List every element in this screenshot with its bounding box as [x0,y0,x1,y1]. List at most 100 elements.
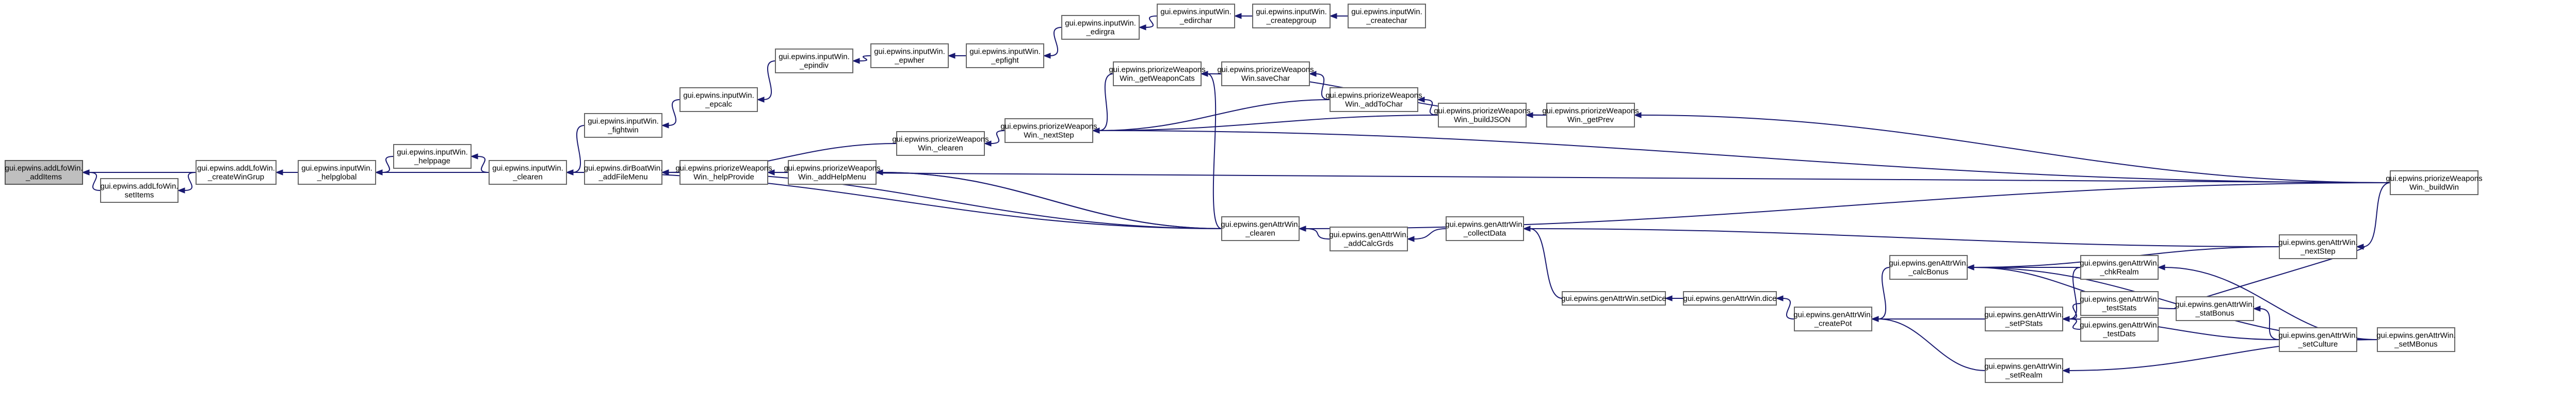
node-box [1348,4,1426,28]
node-testDats[interactable]: gui.epwins.genAttrWin._testDats [2080,317,2159,342]
node-label: gui.epwins.priorizeWeapons [1000,122,1097,131]
edge-chkRealm-to-setPStats [2062,267,2081,322]
edge-priNextStep-to-priClearen [983,130,1006,147]
edge-epindiv-to-epcalc [756,60,776,103]
node-calcBonus[interactable]: gui.epwins.genAttrWin._calcBonus [1889,255,1968,280]
node-label: Win._getPrev [1567,116,1614,124]
node-label: _epwher [894,56,925,65]
node-label: _addItems [25,173,62,182]
node-genNextStep[interactable]: gui.epwins.genAttrWin._nextStep [2278,234,2358,259]
node-box [1005,118,1093,143]
edge-dice-to-setDice [1664,295,1683,301]
edge-collectData-to-addCalcGrds [1406,228,1447,242]
edge-calcBonus-to-createPot [1871,267,1890,322]
node-label: gui.epwins.inputWin. [301,164,372,173]
node-label: gui.epwins.genAttrWin. [1984,311,2063,320]
node-epcalc[interactable]: gui.epwins.inputWin._epcalc [679,87,758,112]
node-label: gui.epwins.priorizeWeapons [1109,66,1205,74]
node-label: _createPot [1814,320,1852,328]
node-label: gui.epwins.priorizeWeapons [1434,107,1530,116]
node-getWeaponCats[interactable]: gui.epwins.priorizeWeaponsWin._getWeapon… [1109,61,1206,86]
node-fightwin[interactable]: gui.epwins.inputWin._fightwin [584,113,662,138]
node-helppage[interactable]: gui.epwins.inputWin._helppage [393,144,472,169]
node-createWinGrup[interactable]: gui.epwins.addLfoWin._createWinGrup [196,160,277,185]
node-box [1562,291,1666,306]
node-box [1889,255,1968,280]
node-box [2080,317,2159,342]
node-setCulture[interactable]: gui.epwins.genAttrWin._setCulture [2278,327,2358,352]
node-box [584,160,662,185]
node-inputClearen[interactable]: gui.epwins.inputWin._clearen [489,160,567,185]
node-label: gui.epwins.inputWin. [969,47,1041,56]
node-label: gui.epwins.inputWin. [1065,19,1136,28]
node-chkRealm[interactable]: gui.epwins.genAttrWin._chkRealm [2080,255,2159,280]
node-label: gui.epwins.priorizeWeapons [1217,66,1314,74]
node-statBonus[interactable]: gui.epwins.genAttrWin._statBonus [2175,296,2255,321]
node-label: _addCalcGrds [1343,240,1394,248]
node-helpglobal[interactable]: gui.epwins.inputWin._helpglobal [298,160,376,185]
node-box [775,49,853,73]
node-addFileMenu[interactable]: gui.epwins.dirBoatWin._addFileMenu [584,160,663,185]
node-label: _setPStats [2005,320,2043,328]
node-addHelpMenu[interactable]: gui.epwins.priorizeWeaponsWin._addHelpMe… [784,160,881,185]
node-label: _edirgra [1086,28,1115,37]
node-label: gui.epwins.genAttrWin. [1221,220,1300,229]
node-createPot[interactable]: gui.epwins.genAttrWin._createPot [1793,307,1873,331]
node-label: _createchar [1366,17,1407,25]
node-createpgroup[interactable]: gui.epwins.inputWin._createpgroup [1252,4,1331,28]
node-box [1985,307,2063,331]
node-epindiv[interactable]: gui.epwins.inputWin._epindiv [775,49,853,73]
node-label: gui.epwins.inputWin. [588,117,659,126]
node-box [1985,358,2063,383]
edge-createWinGrup-to-addItems [82,169,196,175]
node-edirchar[interactable]: gui.epwins.inputWin._edirchar [1157,4,1235,28]
node-setDice[interactable]: gui.epwins.genAttrWin.setDice [1561,291,1666,306]
graph-nodes: gui.epwins.addLfoWin._addItems gui.epwins… [5,4,2483,383]
node-createchar[interactable]: gui.epwins.inputWin._createchar [1348,4,1426,28]
edge-buildWin-to-genNextStep [2356,182,2391,250]
node-setPStats[interactable]: gui.epwins.genAttrWin._setPStats [1984,307,2064,331]
node-box [2279,327,2357,352]
node-genClearen[interactable]: gui.epwins.genAttrWin._clearen [1221,216,1300,241]
node-box [1446,216,1524,241]
node-label: _fightwin [607,126,638,135]
node-box [1683,291,1777,306]
node-label: gui.epwins.inputWin. [683,91,754,100]
node-label: gui.epwins.genAttrWin. [2175,300,2254,309]
node-label: gui.epwins.genAttrWin. [1889,259,1968,268]
node-collectData[interactable]: gui.epwins.genAttrWin._collectData [1445,216,1525,241]
node-setItems[interactable]: gui.epwins.addLfoWin.setItems [100,178,179,203]
node-setRealm[interactable]: gui.epwins.genAttrWin._setRealm [1984,358,2064,383]
node-addCalcGrds[interactable]: gui.epwins.genAttrWin._addCalcGrds [1329,227,1408,251]
node-testStats[interactable]: gui.epwins.genAttrWin._testStats [2080,291,2159,316]
edge-getPrev-to-buildJSON [1525,112,1547,118]
node-box [1330,227,1408,251]
node-box [584,113,662,138]
node-epfight[interactable]: gui.epwins.inputWin._epfight [966,43,1044,68]
node-label: _statBonus [2195,309,2234,318]
node-box [1546,103,1635,127]
edge-setCulture-to-statBonus [2253,306,2280,340]
node-label: Win._addHelpMenu [798,173,866,182]
node-label: Win.saveChar [1241,74,1290,83]
node-helpProvide[interactable]: gui.epwins.priorizeWeaponsWin._helpProvi… [675,160,772,185]
edge-createchar-to-createpgroup [1329,13,1348,19]
node-label: gui.epwins.priorizeWeapons [675,164,772,173]
node-label: _addFileMenu [598,173,647,182]
node-edirgra[interactable]: gui.epwins.inputWin._edirgra [1061,15,1140,40]
node-setMBonus[interactable]: gui.epwins.genAttrWin._setMBonus [2376,327,2456,352]
node-dice[interactable]: gui.epwins.genAttrWin.dice [1683,291,1777,306]
node-epwher[interactable]: gui.epwins.inputWin._epwher [870,43,949,68]
node-box [2176,296,2254,321]
node-label: gui.epwins.priorizeWeapons [784,164,880,173]
node-addItems[interactable]: gui.epwins.addLfoWin._addItems [5,160,83,185]
node-label: _epindiv [799,61,829,70]
edge-genClearen-to-addHelpMenu [875,169,1222,229]
